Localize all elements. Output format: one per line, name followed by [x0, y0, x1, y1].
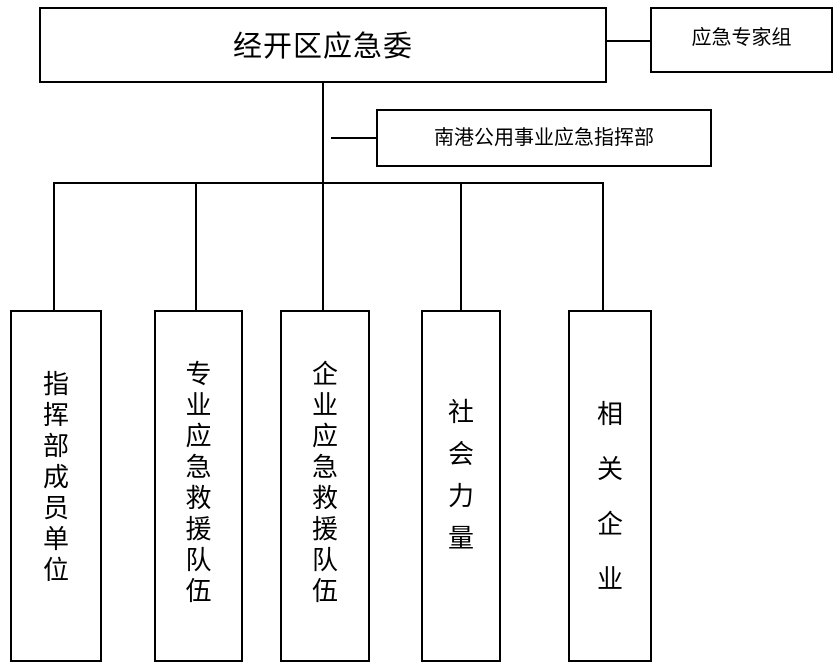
column-char: 业	[311, 391, 338, 421]
column-char: 单	[42, 525, 69, 555]
column-char: 业	[596, 565, 623, 595]
column-label-social-forces: 社 会 力 量	[423, 400, 499, 568]
column-box-social-forces: 社 会 力 量	[421, 310, 501, 662]
column-char: 援	[185, 515, 212, 545]
column-box-professional-rescue: 专 业 应 急 救 援 队 伍	[154, 310, 243, 662]
top-committee-box: 经开区应急委	[39, 7, 607, 83]
column-box-enterprise-rescue: 企 业 应 急 救 援 队 伍	[280, 310, 370, 662]
column-char: 救	[311, 484, 338, 514]
expert-group-label: 应急专家组	[691, 25, 792, 49]
column-char: 应	[185, 422, 212, 452]
column-char: 相	[596, 400, 623, 430]
column-char: 力	[447, 482, 474, 512]
column-char: 会	[447, 440, 474, 470]
command-hq-box: 南港公用事业应急指挥部	[376, 109, 712, 167]
column-char: 部	[42, 432, 69, 462]
column-char: 挥	[42, 401, 69, 431]
column-char: 社	[447, 398, 474, 428]
column-char: 急	[311, 453, 338, 483]
column-char: 位	[42, 556, 69, 586]
column-char: 量	[447, 524, 474, 554]
column-char: 队	[185, 546, 212, 576]
top-committee-label: 经开区应急委	[232, 29, 413, 63]
column-char: 应	[311, 422, 338, 452]
column-char: 企	[311, 360, 338, 390]
column-char: 企	[596, 510, 623, 540]
column-box-member-units: 指 挥 部 成 员 单 位	[10, 310, 102, 662]
column-char: 指	[42, 370, 69, 400]
column-char: 成	[42, 463, 69, 493]
expert-group-box: 应急专家组	[650, 7, 833, 73]
column-box-related-enterprises: 相 关 企 业	[568, 310, 652, 662]
column-char: 业	[185, 391, 212, 421]
column-label-related-enterprises: 相 关 企 业	[570, 402, 650, 622]
column-char: 伍	[311, 577, 338, 607]
column-char: 伍	[185, 577, 212, 607]
column-char: 专	[185, 360, 212, 390]
column-char: 救	[185, 484, 212, 514]
column-char: 急	[185, 453, 212, 483]
column-label-member-units: 指 挥 部 成 员 单 位	[12, 372, 100, 589]
column-char: 关	[596, 455, 623, 485]
column-char: 援	[311, 515, 338, 545]
column-char: 队	[311, 546, 338, 576]
column-label-enterprise-rescue: 企 业 应 急 救 援 队 伍	[282, 362, 368, 610]
column-char: 员	[42, 494, 69, 524]
column-label-professional-rescue: 专 业 应 急 救 援 队 伍	[156, 362, 241, 610]
command-hq-label: 南港公用事业应急指挥部	[434, 125, 654, 149]
